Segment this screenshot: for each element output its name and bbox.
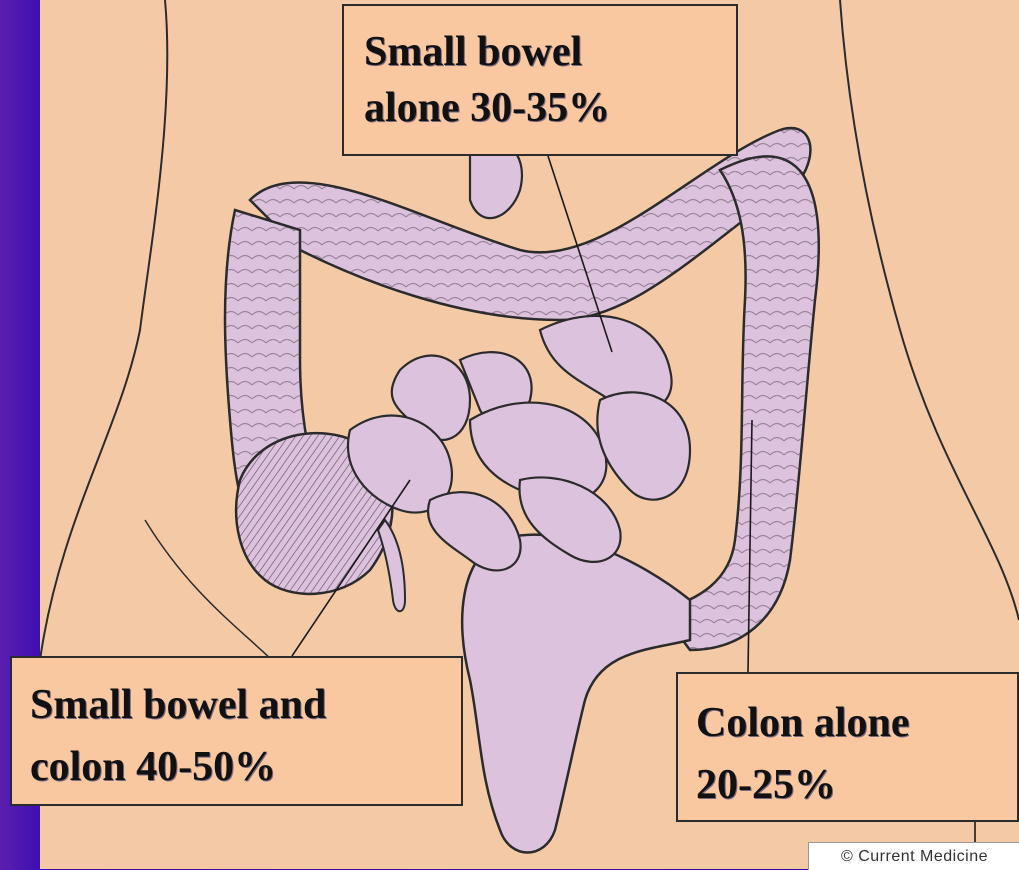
copyright-credit: © Current Medicine bbox=[808, 842, 1019, 870]
label-line: Small bowel bbox=[364, 24, 736, 80]
label-colon-alone: Colon alone 20-25% bbox=[676, 672, 1019, 822]
label-line: colon 40-50% bbox=[30, 736, 461, 798]
label-line: Small bowel and bbox=[30, 674, 461, 736]
label-line: 20-25% bbox=[696, 754, 1017, 816]
label-small-bowel-and-colon: Small bowel and colon 40-50% bbox=[10, 656, 463, 806]
label-line: alone 30-35% bbox=[364, 80, 736, 136]
label-line: Colon alone bbox=[696, 692, 1017, 754]
label-small-bowel-alone: Small bowel alone 30-35% bbox=[342, 4, 738, 156]
